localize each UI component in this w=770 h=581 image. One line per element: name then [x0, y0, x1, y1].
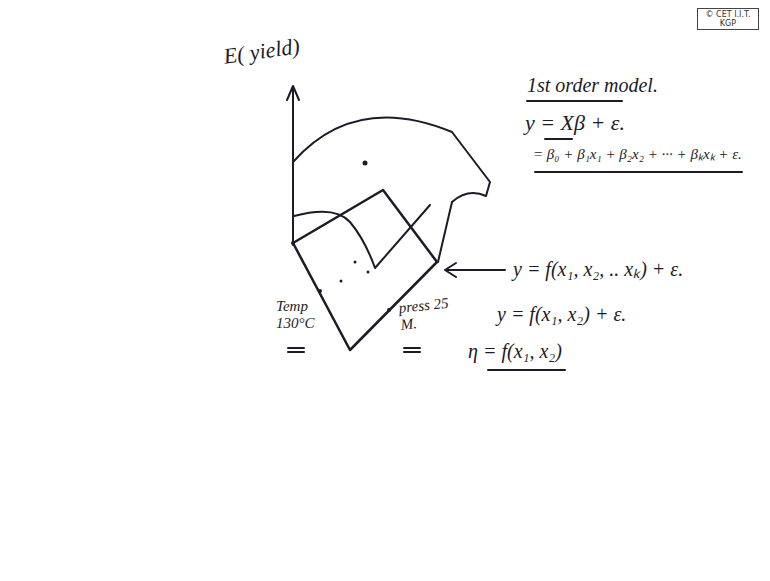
underline: [535, 171, 742, 173]
model-equation: η = f(x₁, x₂): [468, 340, 562, 363]
model-equation: y = f(x₁, x₂) + ε.: [497, 303, 626, 326]
surface-point: [363, 161, 368, 166]
surface-contour: [294, 205, 430, 268]
axis-label: E( yield): [222, 33, 301, 69]
design-point: [340, 280, 343, 283]
double-underline: [404, 351, 420, 353]
tick-mark: [387, 308, 391, 312]
factor-label: press 25 M.: [398, 295, 451, 335]
underline: [545, 138, 572, 140]
model-equation: y = Xβ + ε.: [525, 110, 625, 135]
double-underline: [288, 347, 304, 349]
model-equation: = β₀ + β₁x₁ + β₂x₂ + ··· + βₖxₖ + ε.: [533, 146, 742, 163]
double-underline: [288, 351, 304, 353]
design-point: [367, 271, 370, 274]
factor-label: Temp 130°C: [276, 298, 322, 333]
response-surface: [293, 117, 490, 202]
tick-mark: [291, 241, 295, 245]
model-equation: y = f(x₁, x₂, .. xₖ) + ε.: [513, 258, 683, 281]
pointer-arrow: [447, 269, 505, 271]
double-underline: [404, 347, 420, 349]
tick-mark: [318, 289, 322, 293]
underline: [488, 369, 565, 371]
yield-axis: [292, 88, 294, 245]
surface-edge: [438, 202, 452, 262]
design-point: [354, 261, 357, 264]
watermark: © CET I.I.T. KGP: [697, 8, 759, 30]
heading-note: 1st order model.: [527, 74, 658, 97]
axis-arrowhead: [287, 86, 299, 100]
pointer-arrowhead: [445, 263, 456, 277]
underline: [527, 100, 622, 102]
